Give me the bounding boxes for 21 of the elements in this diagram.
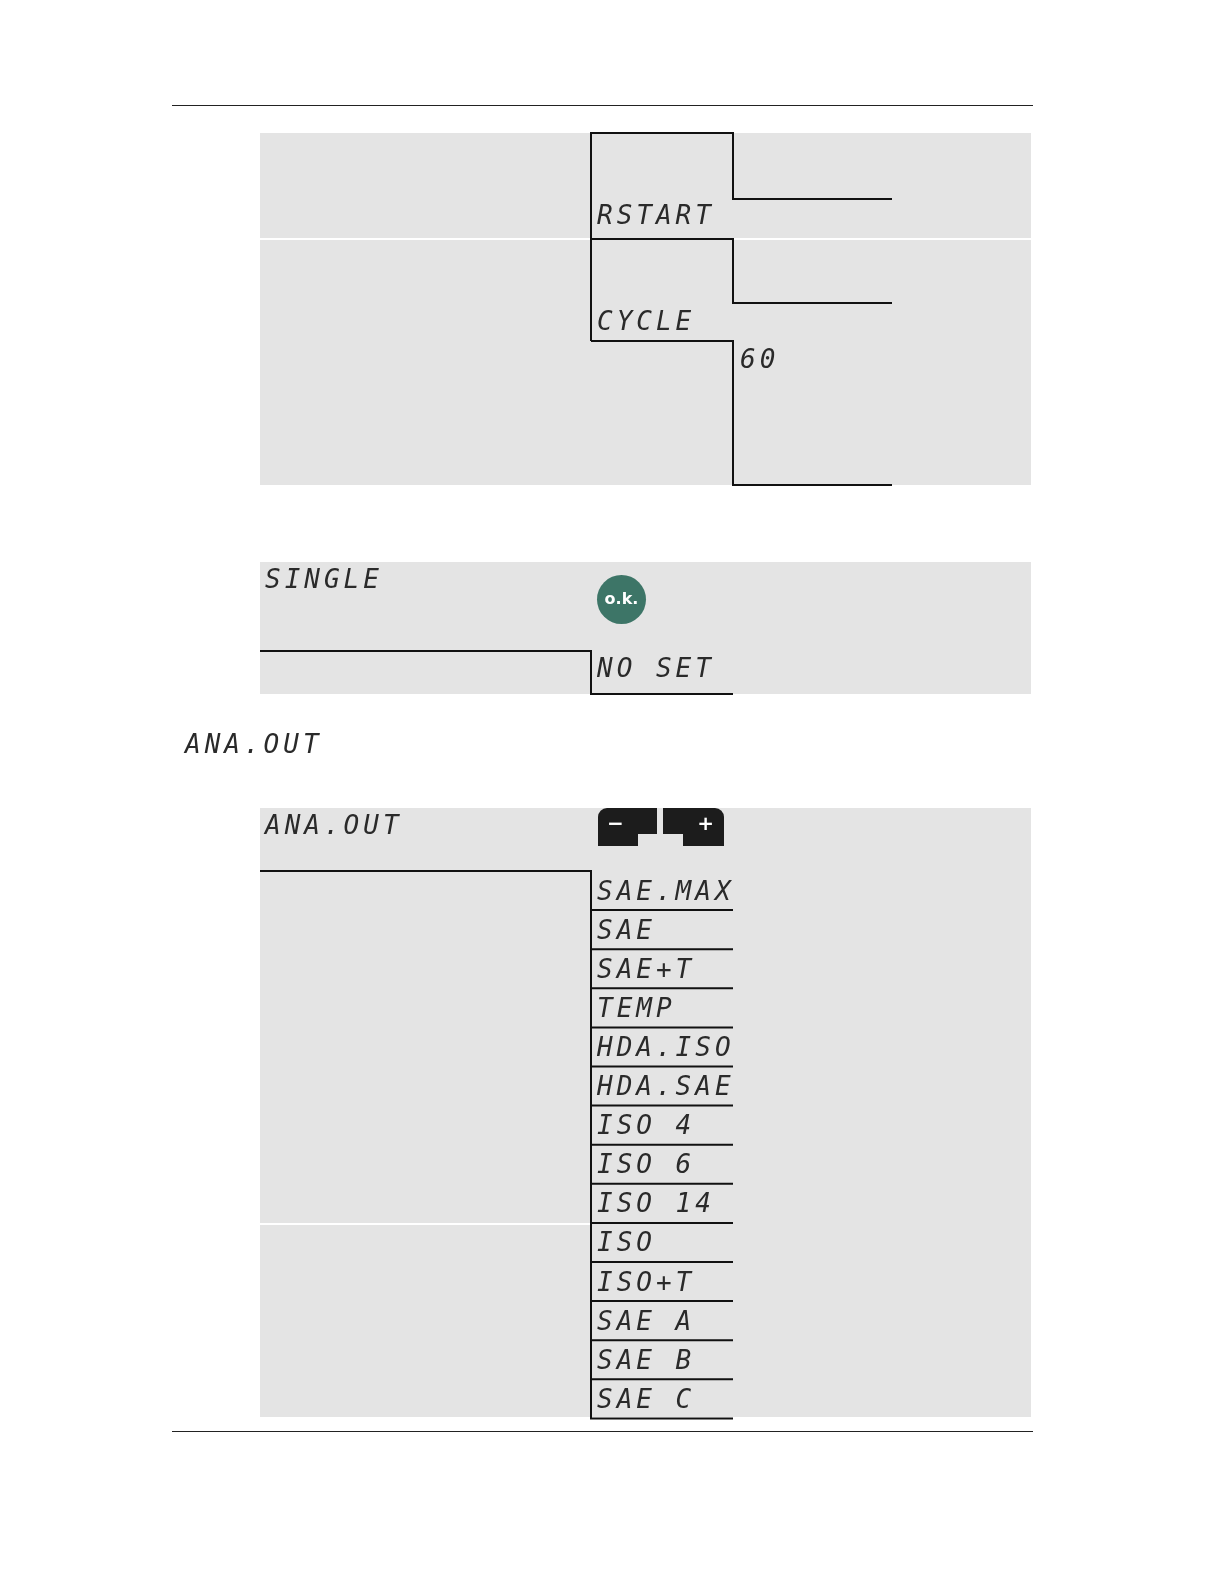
display-text: CYCLE (597, 307, 696, 335)
display-text: ANA.OUT (185, 730, 323, 758)
display-text: SAE C (597, 1385, 696, 1413)
display-text: ISO 14 (597, 1189, 715, 1217)
display-text: HDA.ISO (597, 1033, 735, 1061)
display-text: SAE (597, 916, 656, 944)
display-text: ANA.OUT (265, 811, 403, 839)
display-text: RSTART (597, 201, 715, 229)
display-text: HDA.SAE (597, 1072, 735, 1100)
display-text: ISO (597, 1228, 656, 1256)
display-text: SINGLE (265, 565, 383, 593)
display-text: TEMP (597, 994, 676, 1022)
display-text: ISO+T (597, 1268, 696, 1296)
display-text: SAE A (597, 1307, 696, 1335)
display-text: SAE+T (597, 955, 696, 983)
display-text: ISO 4 (597, 1111, 696, 1139)
display-text: NO SET (597, 654, 715, 682)
display-text: SAE B (597, 1346, 696, 1374)
display-text: 60 (740, 345, 780, 373)
display-text: ISO 6 (597, 1150, 696, 1178)
display-text: SAE.MAX (597, 877, 735, 905)
